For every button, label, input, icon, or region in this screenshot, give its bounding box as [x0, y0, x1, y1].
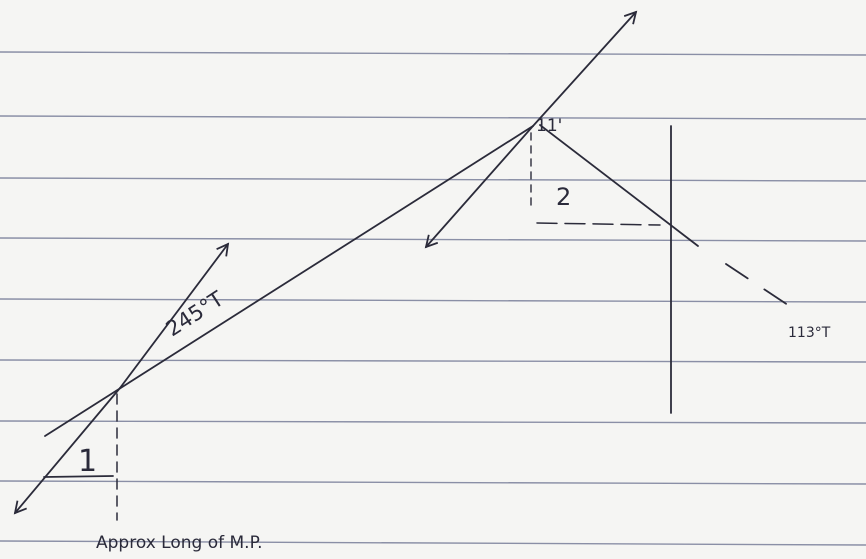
bearing-line-113-dashed — [725, 263, 801, 314]
rule-line — [0, 359, 866, 363]
line-1-underline — [43, 475, 114, 478]
bearing-label-245: 245°T — [162, 286, 228, 341]
rule-line — [0, 51, 866, 56]
line-number-2: 2 — [556, 183, 571, 211]
position-line-main — [44, 125, 534, 437]
rule-line — [0, 115, 866, 120]
dashed-horizontal-2 — [536, 222, 661, 226]
rule-line — [0, 540, 866, 546]
bearing-arrow-245-down — [13, 387, 121, 515]
ruled-lines — [0, 51, 866, 546]
bearing-arrow-245-up — [119, 242, 230, 389]
rule-line — [0, 298, 866, 303]
rule-line — [0, 480, 866, 485]
ink-drawing — [13, 10, 801, 521]
track-arrow-up — [532, 10, 638, 127]
line-number-1: 1 — [78, 444, 97, 479]
track-arrow-down — [424, 125, 534, 249]
caption-approx-longitude: Approx Long of M.P. — [96, 533, 263, 553]
time-label-11: 11' — [536, 116, 562, 136]
bearing-label-113: 113°T — [788, 325, 831, 341]
rule-line — [0, 177, 866, 182]
rule-line — [0, 420, 866, 424]
